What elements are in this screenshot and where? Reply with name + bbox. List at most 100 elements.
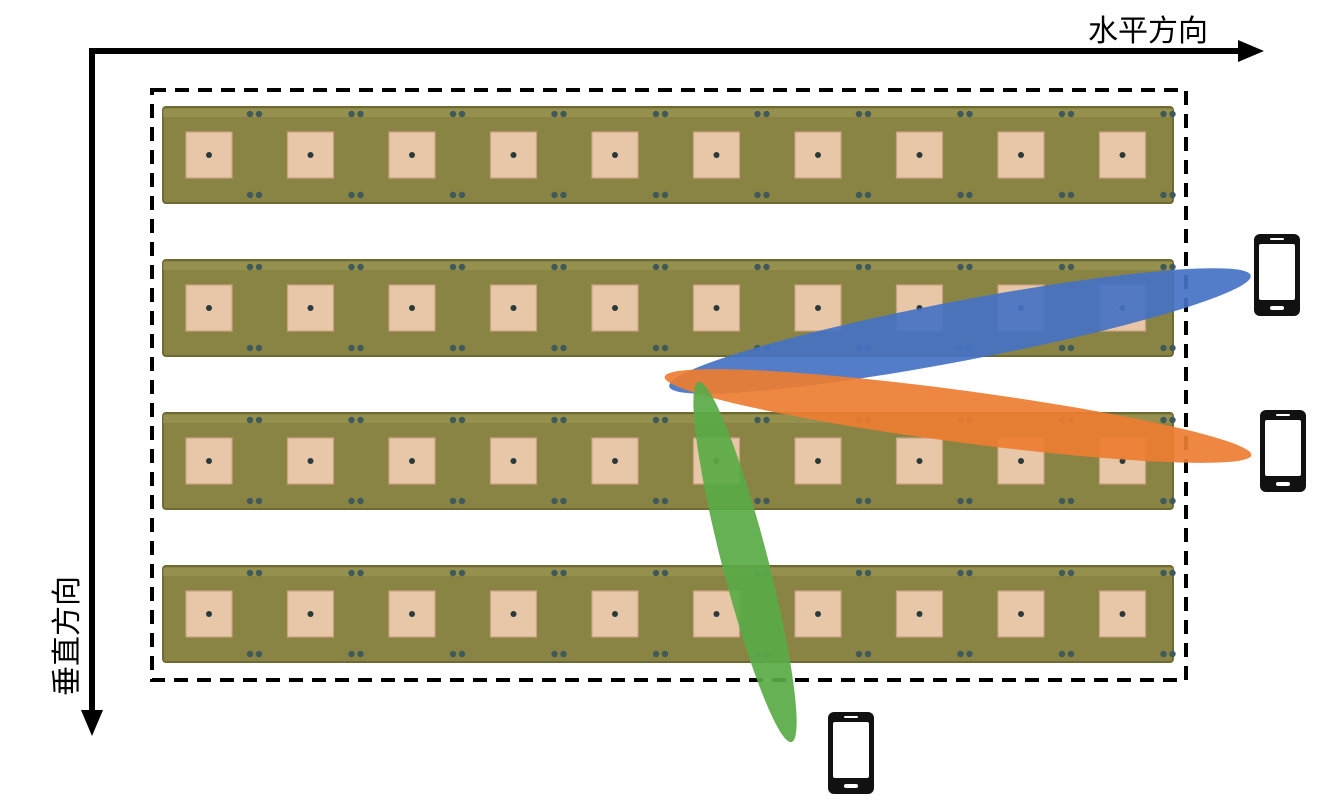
screw — [864, 191, 872, 199]
feed-point — [612, 611, 618, 617]
screw — [255, 650, 263, 658]
screw — [754, 497, 761, 505]
screw — [560, 569, 567, 577]
phone-icon — [1260, 410, 1306, 492]
screw — [449, 650, 457, 658]
screw — [246, 569, 254, 577]
feed-point — [307, 152, 314, 158]
screw — [1169, 263, 1176, 271]
feed-point — [206, 458, 212, 464]
phone-bottom — [828, 712, 874, 794]
screw — [1169, 344, 1176, 352]
screw — [855, 650, 863, 658]
screw — [255, 497, 263, 505]
screw — [246, 263, 254, 271]
phone-icon — [1254, 234, 1300, 316]
vertical-axis-arrowhead — [81, 710, 103, 736]
screw — [1067, 650, 1075, 658]
screw — [357, 650, 364, 658]
screw — [1067, 191, 1075, 199]
feed-point — [815, 305, 821, 311]
screw — [1058, 110, 1066, 118]
screw — [966, 497, 973, 505]
screw — [348, 263, 355, 271]
feed-point — [409, 305, 415, 311]
antenna-patch — [286, 131, 335, 179]
screw — [1058, 263, 1066, 271]
screw — [1169, 497, 1176, 505]
screw — [652, 110, 660, 118]
feed-point — [1018, 458, 1024, 464]
screw — [458, 569, 466, 577]
screw — [246, 497, 254, 505]
screw — [1058, 191, 1066, 199]
feed-point — [713, 611, 720, 617]
screw — [652, 416, 660, 424]
screw — [449, 191, 457, 199]
screw — [1169, 191, 1176, 199]
screw — [458, 416, 466, 424]
feed-point — [713, 152, 720, 158]
screw — [551, 497, 558, 505]
phone-right-bottom — [1260, 410, 1306, 492]
screw — [957, 497, 964, 505]
screw — [864, 263, 872, 271]
antenna-board — [162, 565, 1176, 663]
screw — [966, 110, 973, 118]
screw — [1169, 650, 1176, 658]
screw — [652, 263, 660, 271]
screw — [661, 191, 669, 199]
screw — [1169, 110, 1176, 118]
screw — [560, 497, 567, 505]
screw — [449, 416, 457, 424]
screw — [357, 344, 364, 352]
feed-point — [510, 305, 517, 311]
screw — [255, 191, 263, 199]
feed-point — [916, 152, 923, 158]
screw — [652, 497, 660, 505]
horizontal-axis-arrowhead — [1238, 40, 1264, 62]
screw — [551, 191, 558, 199]
screw — [357, 569, 364, 577]
screw — [449, 344, 457, 352]
screw — [661, 569, 669, 577]
beam-orange — [664, 369, 1252, 463]
screw — [551, 344, 558, 352]
screw — [661, 416, 669, 424]
screw — [864, 497, 872, 505]
screw — [661, 344, 669, 352]
screw — [763, 110, 770, 118]
array-boundary — [150, 88, 1188, 682]
screw — [652, 569, 660, 577]
screw — [652, 650, 660, 658]
screw — [348, 110, 355, 118]
phone-icon — [828, 712, 874, 794]
screw — [763, 416, 770, 424]
antenna-board — [162, 106, 1176, 204]
screw — [957, 191, 964, 199]
screw — [763, 263, 770, 271]
screw — [560, 344, 567, 352]
board-substrate — [162, 565, 1174, 663]
screw — [966, 263, 973, 271]
feed-point — [510, 152, 517, 158]
screw — [1160, 191, 1167, 199]
feed-point — [713, 305, 720, 311]
screw — [458, 344, 466, 352]
screw — [357, 497, 364, 505]
screw — [255, 344, 263, 352]
feed-point — [1119, 152, 1126, 158]
beam-blue — [669, 268, 1251, 394]
feed-point — [1018, 152, 1024, 158]
feed-point — [815, 611, 821, 617]
screw — [957, 110, 964, 118]
screw — [1160, 344, 1167, 352]
screw — [864, 110, 872, 118]
screw — [560, 110, 567, 118]
screw — [957, 650, 964, 658]
screw — [255, 263, 263, 271]
screw — [763, 191, 770, 199]
screw — [661, 650, 669, 658]
feed-point — [612, 305, 618, 311]
